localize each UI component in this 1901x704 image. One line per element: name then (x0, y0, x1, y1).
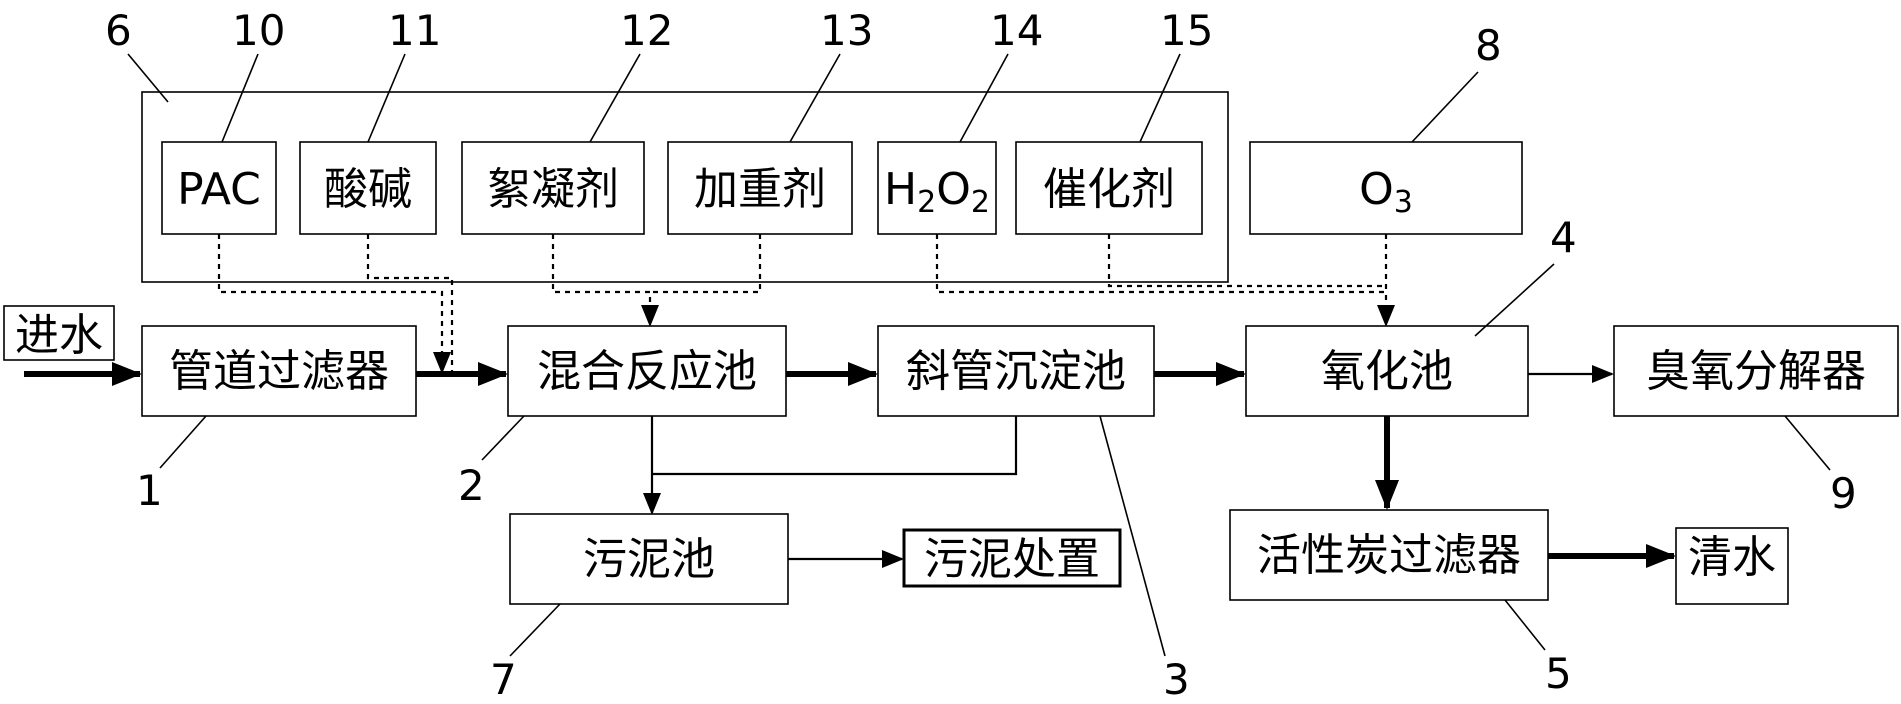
label-8: 8 (1475, 21, 1502, 70)
ozone-decomposer-box (1613, 325, 1899, 417)
label-15: 15 (1160, 6, 1213, 55)
label-14: 14 (990, 6, 1043, 55)
mixing-tank-box (507, 325, 787, 417)
leader-14 (959, 53, 1009, 143)
leader-2 (481, 415, 525, 461)
clean-water-label: 清水 (1688, 532, 1776, 583)
inlet-box (3, 305, 115, 361)
dose-line-pac (217, 234, 451, 374)
dosing-group-box (141, 91, 1229, 283)
leader-4 (1474, 263, 1555, 337)
leader-15 (1139, 53, 1181, 143)
label-9: 9 (1830, 469, 1857, 518)
ozone-decomposer-label: 臭氧分解器 (1646, 346, 1866, 397)
dose-line-weighting (650, 234, 762, 294)
sludge-tank-box (509, 513, 789, 605)
pipe-filter-box (141, 325, 417, 417)
pac-label: PAC (177, 164, 261, 215)
label-5: 5 (1545, 649, 1572, 698)
sludge-tank-label: 污泥池 (583, 534, 715, 585)
sludge-disposal-box (902, 528, 1122, 588)
oxidation-tank-box (1245, 325, 1529, 417)
settling-tank-label: 斜管沉淀池 (906, 346, 1126, 397)
h2o2-label: H2O2 (884, 164, 990, 220)
pipe-filter-label: 管道过滤器 (169, 346, 389, 397)
leader-6 (127, 53, 169, 103)
acid-base-label: 酸碱 (324, 164, 412, 215)
flocculant-label: 絮凝剂 (487, 164, 619, 215)
acid-base-box (299, 141, 437, 235)
oxidation-tank-label: 氧化池 (1321, 346, 1453, 397)
dose-line-h2o2 (935, 234, 1395, 327)
inlet-label: 进水 (15, 310, 103, 361)
label-10: 10 (232, 6, 285, 55)
leader-1 (159, 415, 207, 469)
label-6: 6 (105, 6, 132, 55)
catalyst-label: 催化剂 (1043, 164, 1175, 215)
carbon-filter-label: 活性炭过滤器 (1257, 530, 1521, 581)
label-1: 1 (136, 466, 163, 515)
weighting-agent-box (667, 141, 853, 235)
leader-12 (589, 53, 641, 143)
leader-9 (1784, 415, 1831, 471)
weighting-agent-label: 加重剂 (694, 164, 826, 215)
settling-tank-box (877, 325, 1155, 417)
label-4: 4 (1550, 213, 1577, 262)
leader-3 (1099, 415, 1166, 657)
label-7: 7 (490, 655, 517, 704)
dose-line-catalyst (1107, 234, 1386, 288)
dose-line-flocculant (551, 234, 659, 327)
sludge-disposal-label: 污泥处置 (924, 534, 1100, 585)
clean-water-box (1675, 527, 1789, 605)
o3-label: O3 (1359, 164, 1413, 220)
leader-7 (509, 603, 561, 657)
label-13: 13 (820, 6, 873, 55)
flocculant-box (461, 141, 645, 235)
dose-line-acid-base (366, 234, 454, 372)
leader-8 (1411, 71, 1479, 143)
leader-5 (1504, 599, 1546, 651)
label-11: 11 (388, 6, 441, 55)
leader-11 (367, 53, 406, 143)
sludge-line-settling (652, 416, 1018, 476)
mixing-tank-label: 混合反应池 (537, 346, 757, 397)
leader-13 (789, 53, 841, 143)
label-3: 3 (1163, 655, 1190, 704)
label-12: 12 (620, 6, 673, 55)
leader-10 (221, 53, 259, 143)
label-2: 2 (458, 461, 485, 510)
